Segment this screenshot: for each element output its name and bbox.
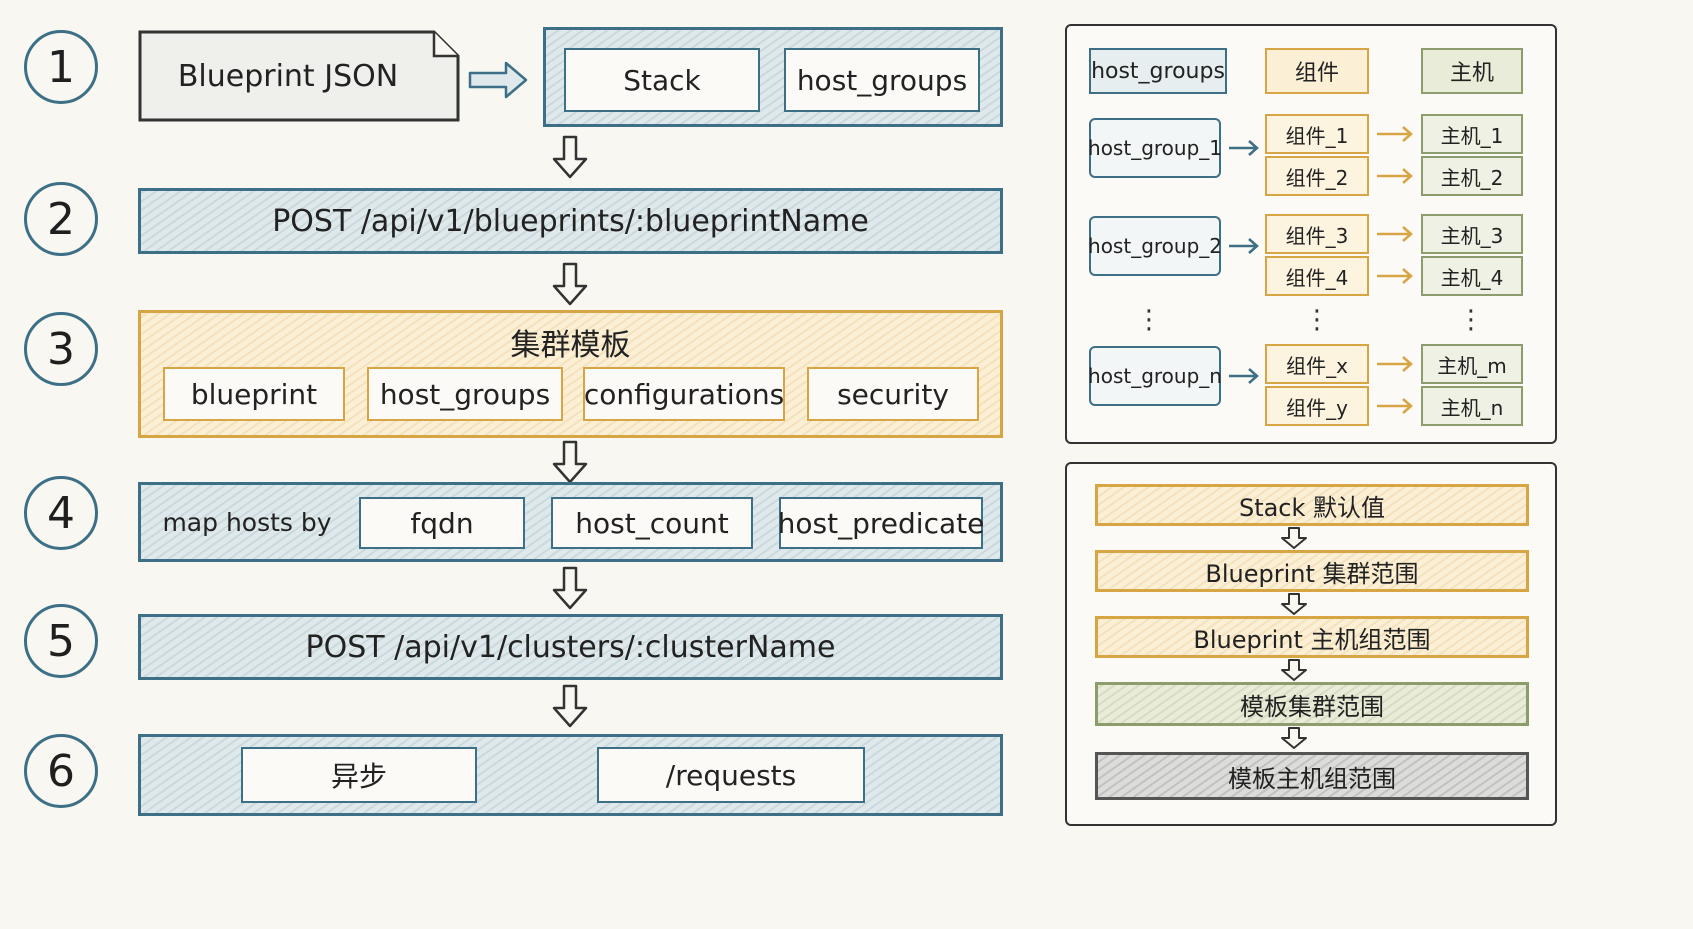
component-cell: 组件_x xyxy=(1265,344,1369,384)
down-arrow-icon xyxy=(550,135,590,179)
down-arrow-icon xyxy=(550,262,590,306)
host-cell: 主机_4 xyxy=(1421,256,1523,296)
component-cell: 组件_1 xyxy=(1265,114,1369,154)
header-host-groups: host_groups xyxy=(1089,48,1227,94)
template-blueprint-box: blueprint xyxy=(163,367,345,421)
host-cell: 主机_3 xyxy=(1421,214,1523,254)
component-cell: 组件_3 xyxy=(1265,214,1369,254)
host-cell: 主机_m xyxy=(1421,344,1523,384)
template-configurations-box: configurations xyxy=(583,367,785,421)
down-arrow-icon xyxy=(1279,726,1309,750)
host-predicate-box: host_predicate xyxy=(778,497,984,549)
cluster-template-container: 集群模板 blueprint host_groups configuration… xyxy=(138,310,1003,438)
step-number-6: 6 xyxy=(24,734,98,808)
map-hosts-by-label: map hosts by xyxy=(162,507,332,537)
down-arrow-icon xyxy=(1279,592,1309,616)
down-arrow-icon xyxy=(550,440,590,484)
host-groups-box: host_groups xyxy=(784,48,980,112)
header-hosts: 主机 xyxy=(1421,48,1523,94)
orange-arrow-icon xyxy=(1377,168,1413,184)
host-cell: 主机_1 xyxy=(1421,114,1523,154)
down-arrow-icon xyxy=(1279,526,1309,550)
priority-level: 模板集群范围 xyxy=(1095,682,1529,726)
orange-arrow-icon xyxy=(1377,268,1413,284)
right-arrow-icon xyxy=(468,60,530,100)
post-blueprints-endpoint: POST /api/v1/blueprints/:blueprintName xyxy=(138,188,1003,254)
priority-level: Blueprint 集群范围 xyxy=(1095,550,1529,592)
map-hosts-container: map hosts by fqdn host_count host_predic… xyxy=(138,482,1003,562)
step-number-4: 4 xyxy=(24,476,98,550)
step-number-2: 2 xyxy=(24,182,98,256)
blue-arrow-icon xyxy=(1229,238,1259,254)
step-number-5: 5 xyxy=(24,604,98,678)
priority-level: 模板主机组范围 xyxy=(1095,752,1529,800)
down-arrow-icon xyxy=(1279,658,1309,682)
template-security-box: security xyxy=(807,367,979,421)
down-arrow-icon xyxy=(550,684,590,728)
orange-arrow-icon xyxy=(1377,126,1413,142)
priority-level: Blueprint 主机组范围 xyxy=(1095,616,1529,658)
priority-level: Stack 默认值 xyxy=(1095,484,1529,526)
requests-box: /requests xyxy=(597,747,865,803)
hostgroup-mapping-panel: host_groups 组件 主机 host_group_1 组件_1 组件_2… xyxy=(1065,24,1557,444)
blue-arrow-icon xyxy=(1229,140,1259,156)
ellipsis: ⋮ xyxy=(1136,305,1162,335)
step-number-1: 1 xyxy=(24,30,98,104)
host-cell: 主机_2 xyxy=(1421,156,1523,196)
stack-box: Stack xyxy=(564,48,760,112)
config-priority-panel: Stack 默认值 Blueprint 集群范围 Blueprint 主机组范围… xyxy=(1065,462,1557,826)
async-box: 异步 xyxy=(241,747,477,803)
blue-arrow-icon xyxy=(1229,368,1259,384)
component-cell: 组件_4 xyxy=(1265,256,1369,296)
ellipsis: ⋮ xyxy=(1458,305,1484,335)
orange-arrow-icon xyxy=(1377,398,1413,414)
template-host-groups-box: host_groups xyxy=(367,367,563,421)
header-components: 组件 xyxy=(1265,48,1369,94)
host-group-n: host_group_n xyxy=(1088,346,1222,406)
host-count-box: host_count xyxy=(551,497,753,549)
component-cell: 组件_y xyxy=(1265,386,1369,426)
blueprint-json-document: Blueprint JSON xyxy=(138,30,460,122)
component-cell: 组件_2 xyxy=(1265,156,1369,196)
cluster-template-title: 集群模板 xyxy=(510,328,631,363)
host-group-1: host_group_1 xyxy=(1088,118,1222,178)
orange-arrow-icon xyxy=(1377,226,1413,242)
orange-arrow-icon xyxy=(1377,356,1413,372)
step-number-3: 3 xyxy=(24,312,98,386)
ellipsis: ⋮ xyxy=(1304,305,1330,335)
down-arrow-icon xyxy=(550,566,590,610)
blueprint-json-label: Blueprint JSON xyxy=(177,58,399,94)
stack-hostgroups-container: Stack host_groups xyxy=(543,27,1003,127)
host-cell: 主机_n xyxy=(1421,386,1523,426)
async-requests-container: 异步 /requests xyxy=(138,734,1003,816)
post-clusters-endpoint: POST /api/v1/clusters/:clusterName xyxy=(138,614,1003,680)
fqdn-box: fqdn xyxy=(359,497,525,549)
host-group-2: host_group_2 xyxy=(1088,216,1222,276)
